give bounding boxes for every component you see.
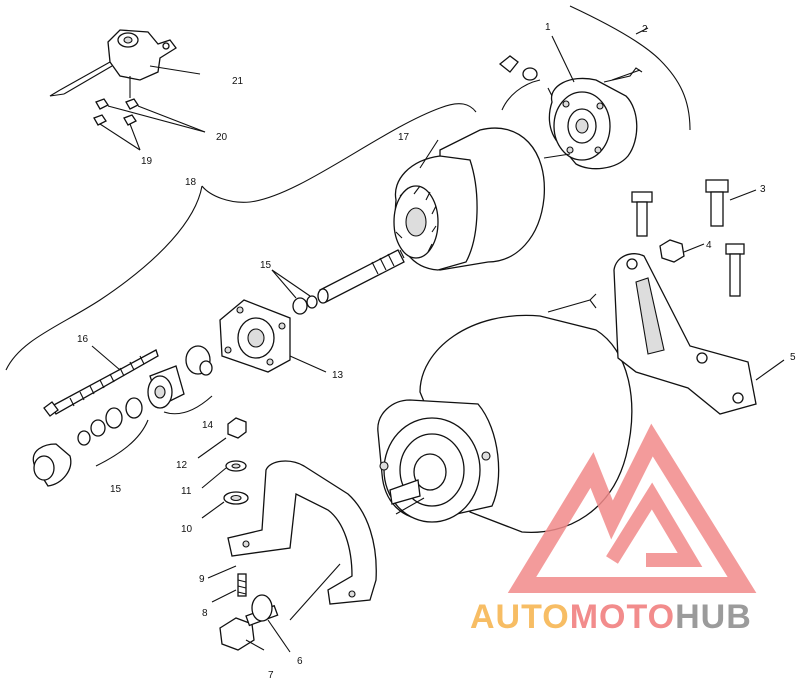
callout-12: 12 <box>176 460 188 471</box>
part-pinion-assembly <box>32 345 213 487</box>
watermark-logo: AUTOMOTOHUB <box>470 423 757 636</box>
callout-11: 11 <box>181 486 192 497</box>
part-end-cap <box>498 35 643 170</box>
part-drive-plate <box>219 299 327 373</box>
callout-21: 21 <box>232 76 244 87</box>
svg-text:AUTOMOTOHUB: AUTOMOTOHUB <box>470 598 752 636</box>
callout-18: 18 <box>185 177 197 188</box>
callout-16: 16 <box>77 334 89 345</box>
callout-15-top: 15 <box>260 260 272 271</box>
callout-1: 1 <box>545 22 551 33</box>
callout-19: 19 <box>141 156 153 167</box>
part-lower-bracket <box>207 460 377 605</box>
callout-17: 17 <box>398 132 410 143</box>
part-starter-motor <box>377 293 633 534</box>
callout-7: 7 <box>268 670 274 680</box>
part-bolts-3-4 <box>631 179 757 297</box>
callout-14: 14 <box>202 420 214 431</box>
callout-3: 3 <box>760 184 766 195</box>
watermark-auto: AUTO <box>470 598 570 636</box>
callout-8: 8 <box>202 608 208 619</box>
bracket-18 <box>201 103 477 203</box>
callout-15-bottom: 15 <box>110 484 122 495</box>
callout-10: 10 <box>181 524 193 535</box>
part-small-fasteners <box>197 417 249 519</box>
part-mount-bracket <box>613 253 785 415</box>
watermark-hub: HUB <box>675 598 752 636</box>
part-terminal-block <box>49 29 201 98</box>
callout-5: 5 <box>790 352 796 363</box>
callout-9: 9 <box>199 574 205 585</box>
watermark-inner-mark-icon <box>606 482 703 567</box>
callout-13: 13 <box>332 370 344 381</box>
watermark-moto: MOTO <box>570 598 675 636</box>
part-through-bolt-16 <box>43 345 159 417</box>
part-armature <box>317 127 545 304</box>
watermark-triangle-icon <box>507 423 757 593</box>
part-bottom-fasteners <box>211 563 341 653</box>
callout-2: 2 <box>642 24 648 35</box>
part-washers-15-top <box>271 269 318 315</box>
callout-labels: 1 2 3 4 5 6 7 8 9 10 11 12 13 14 15 15 1… <box>77 22 796 680</box>
part-nuts-19-20 <box>93 98 206 151</box>
callout-4: 4 <box>706 240 712 251</box>
callout-6: 6 <box>297 656 303 667</box>
callout-20: 20 <box>216 132 228 143</box>
bracket-2 <box>569 5 691 131</box>
